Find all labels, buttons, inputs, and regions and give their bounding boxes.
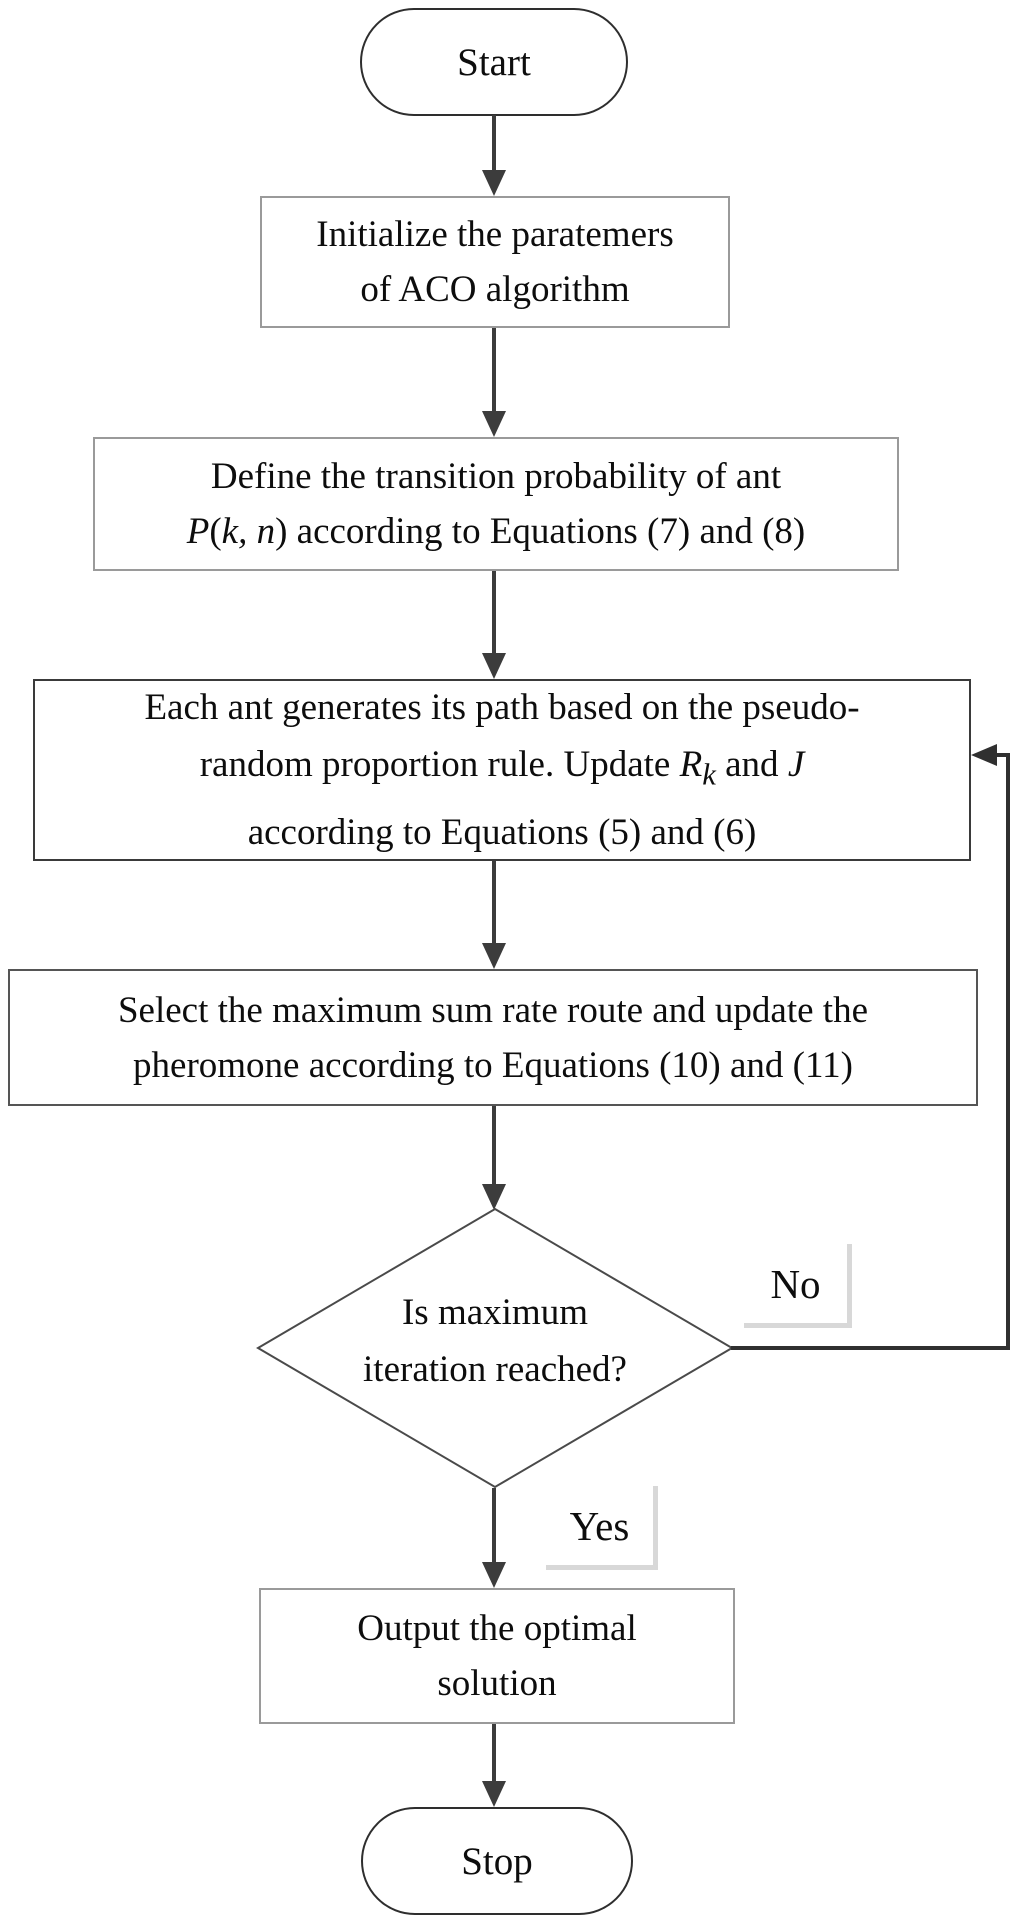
arrow-define-to-generate-head [482,653,506,679]
start-label: Start [457,40,531,84]
select-route-box: Select the maximum sum rate route and up… [8,969,978,1106]
arrow-start-to-init-shaft [492,115,496,171]
arrow-generate-to-select-head [482,943,506,969]
initialize-line-1: Initialize the paratemers [316,214,674,255]
arrow-output-to-stop-head [482,1781,506,1807]
yes-label-text: Yes [569,1502,630,1549]
select-line-2: pheromone according to Equations (10) an… [133,1044,853,1086]
max-iteration-decision: Is maximum iteration reached? [305,1284,685,1398]
decision-diamond-outline [256,1207,734,1489]
decision-line-1: Is maximum [401,1292,588,1333]
select-line-1: Select the maximum sum rate route and up… [117,989,869,1031]
stop-label: Stop [461,1839,533,1883]
no-edge-horizontal-line [731,1346,1010,1350]
start-terminator: Start [360,8,628,116]
yes-edge-shaft [492,1488,496,1563]
arrow-generate-to-select-shaft [492,861,496,944]
generate-line-2: random proportion rule. Update Rk and J [199,744,805,792]
initialize-line-2: of ACO algorithm [360,269,630,310]
arrow-select-to-decision-shaft [492,1106,496,1185]
generate-path-box: Each ant generates its path based on the… [33,679,971,861]
no-edge-vertical-line [1006,753,1010,1350]
transition-line-1: Define the transition probability of ant [210,456,782,497]
transition-probability-box: Define the transition probability of ant… [93,437,899,571]
yes-edge-label: Yes [546,1486,658,1570]
transition-line-2: P(k, n) according to Equations (7) and (… [186,511,806,552]
yes-edge-arrow-head [482,1562,506,1588]
output-solution-box: Output the optimal solution [259,1588,735,1724]
max-iteration-decision-shape [256,1207,734,1489]
output-line-1: Output the optimal [357,1608,637,1649]
no-edge-label: No [744,1244,852,1328]
output-line-2: solution [437,1663,557,1704]
arrow-init-to-define-head [482,411,506,437]
arrow-define-to-generate-shaft [492,571,496,654]
arrow-init-to-define-shaft [492,328,496,412]
initialize-parameters-box: Initialize the paratemers of ACO algorit… [260,196,730,328]
no-label-text: No [770,1260,821,1307]
decision-line-2: iteration reached? [363,1349,627,1390]
no-edge-return-line [995,753,1010,757]
generate-line-3: according to Equations (5) and (6) [247,811,757,853]
no-edge-arrow-head [971,744,997,766]
stop-terminator: Stop [361,1807,633,1915]
generate-line-1: Each ant generates its path based on the… [144,687,860,729]
arrow-select-to-decision-head [482,1184,506,1210]
arrow-start-to-init-head [482,170,506,196]
arrow-output-to-stop-shaft [492,1724,496,1782]
